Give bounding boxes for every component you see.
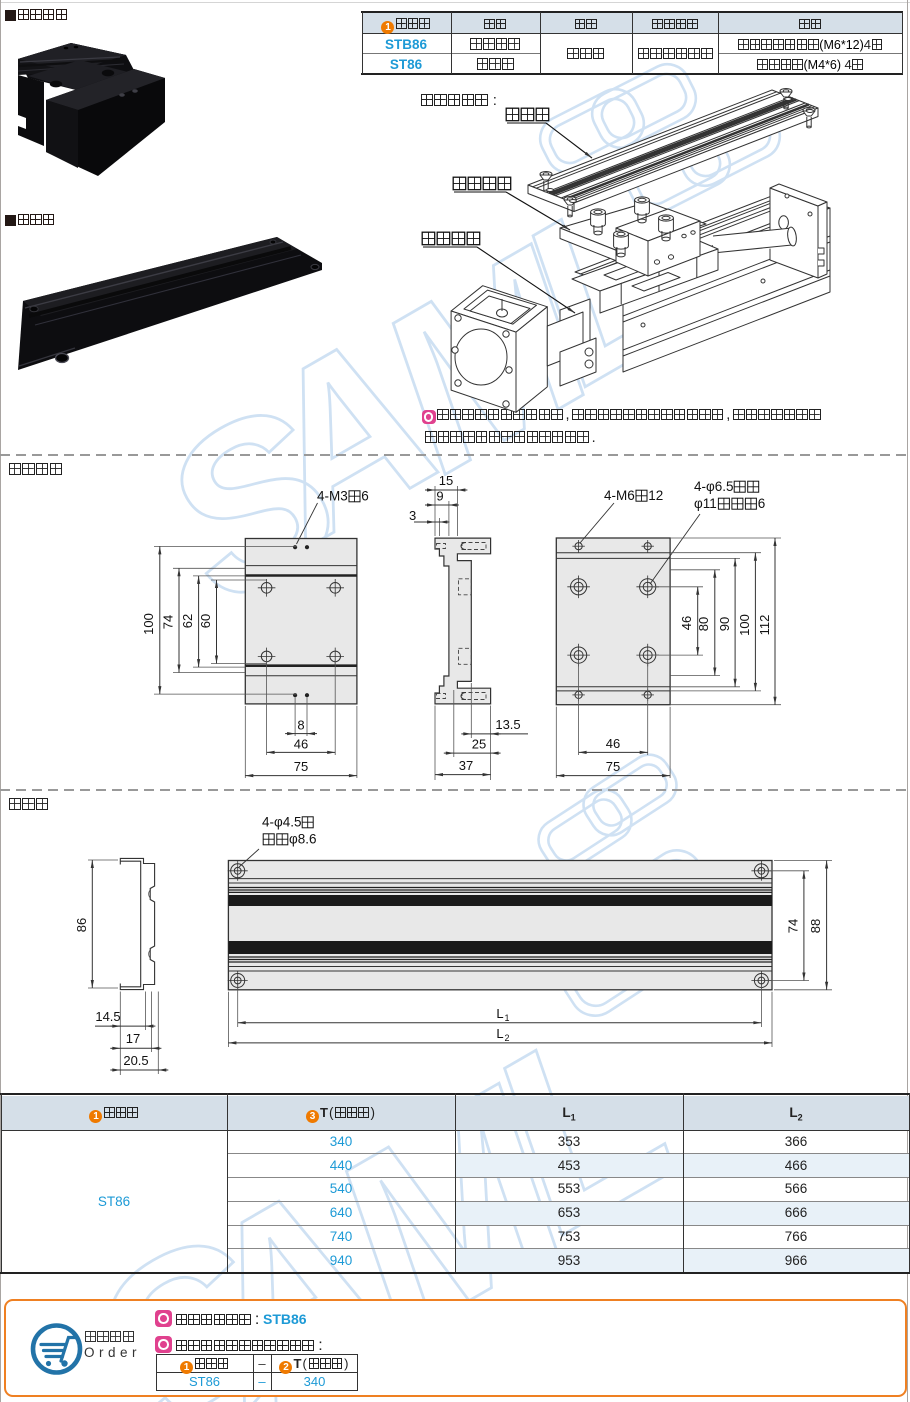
svg-text:100: 100 <box>737 614 752 636</box>
svg-text:L: L <box>496 1026 503 1041</box>
svg-text:4-M3: 4-M3 <box>317 489 348 504</box>
svg-text:74: 74 <box>161 615 176 629</box>
svg-text:1: 1 <box>504 1013 509 1023</box>
svg-text:60: 60 <box>198 614 213 628</box>
svg-text:4-M6: 4-M6 <box>604 488 635 503</box>
svg-text:4-φ6.5: 4-φ6.5 <box>694 479 734 494</box>
svg-text:46: 46 <box>679 616 694 630</box>
svg-text:62: 62 <box>180 614 195 628</box>
svg-text:112: 112 <box>757 615 772 636</box>
svg-text:100: 100 <box>141 613 156 635</box>
svg-text:80: 80 <box>696 617 711 631</box>
svg-text:46: 46 <box>606 736 620 751</box>
svg-text:8: 8 <box>297 718 304 733</box>
svg-text:86: 86 <box>74 918 89 932</box>
svg-text:φ11: φ11 <box>694 496 717 511</box>
svg-text:75: 75 <box>294 759 308 774</box>
svg-text:14.5: 14.5 <box>95 1009 120 1024</box>
svg-text:90: 90 <box>717 617 732 631</box>
svg-text:4-φ4.5: 4-φ4.5 <box>262 815 302 830</box>
svg-text:L: L <box>496 1006 503 1021</box>
svg-text:12: 12 <box>648 488 663 503</box>
svg-text:6: 6 <box>758 496 766 511</box>
svg-text:17: 17 <box>126 1031 140 1046</box>
svg-text:46: 46 <box>294 737 308 752</box>
svg-text:2: 2 <box>504 1033 509 1043</box>
svg-text:15: 15 <box>439 473 453 488</box>
svg-text:75: 75 <box>606 759 620 774</box>
svg-text:3: 3 <box>409 508 416 523</box>
svg-text:9: 9 <box>436 489 443 504</box>
svg-text:37: 37 <box>459 758 473 773</box>
svg-text:13.5: 13.5 <box>495 717 520 732</box>
svg-text:6: 6 <box>361 489 369 504</box>
svg-text:25: 25 <box>472 737 486 752</box>
svg-text:φ8.6: φ8.6 <box>289 832 317 847</box>
svg-text:74: 74 <box>786 919 801 933</box>
svg-text:88: 88 <box>808 919 823 933</box>
svg-text:20.5: 20.5 <box>123 1053 148 1068</box>
